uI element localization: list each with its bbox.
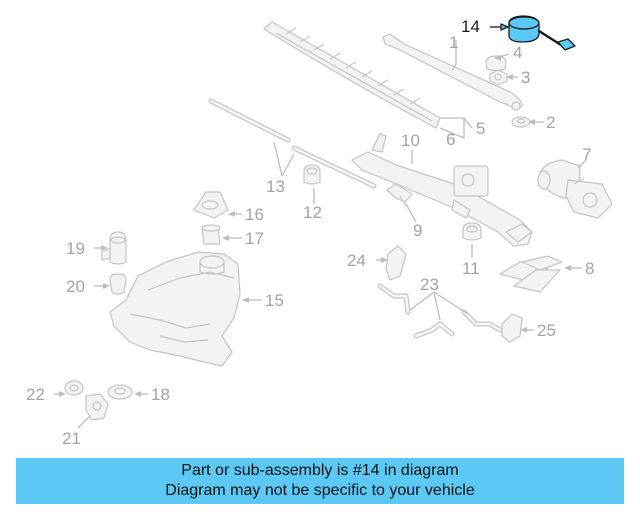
- callout-20[interactable]: 20: [66, 277, 85, 296]
- callout-1[interactable]: 1: [449, 33, 458, 52]
- part-3-nut: [489, 69, 508, 86]
- callout-24[interactable]: 24: [347, 251, 366, 270]
- callout-21[interactable]: 21: [62, 429, 81, 448]
- callout-2[interactable]: 2: [546, 113, 555, 132]
- callout-14[interactable]: 14: [461, 17, 480, 36]
- callout-16[interactable]: 16: [245, 205, 264, 224]
- part-8-covers: [499, 255, 563, 293]
- info-banner: Part or sub-assembly is #14 in diagram D…: [16, 458, 624, 504]
- part-25-connector: [501, 313, 523, 343]
- callout-3[interactable]: 3: [521, 68, 530, 87]
- callout-5[interactable]: 5: [476, 119, 485, 138]
- callout-25[interactable]: 25: [537, 321, 556, 340]
- callout-22[interactable]: 22: [26, 385, 45, 404]
- part-24-nozzle: [385, 245, 407, 281]
- callout-10[interactable]: 10: [401, 131, 420, 150]
- part-12-grommet: [303, 164, 321, 185]
- part-14-highlighted[interactable]: 14: [461, 15, 576, 51]
- part-21-pump: [85, 393, 109, 421]
- part-18-grommet: [107, 384, 133, 400]
- callout-7[interactable]: 7: [582, 145, 591, 164]
- callout-12[interactable]: 12: [303, 203, 322, 222]
- callout-6[interactable]: 6: [446, 130, 455, 149]
- banner-line-2: Diagram may not be specific to your vehi…: [165, 482, 475, 499]
- callout-23[interactable]: 23: [420, 275, 439, 294]
- part-7-wiper-motor: [537, 159, 613, 219]
- part-16-cap: [193, 191, 229, 219]
- part-2-nut: [511, 116, 531, 128]
- part-15-reservoir: [109, 251, 241, 367]
- leader-lines: [54, 40, 587, 429]
- callout-17[interactable]: 17: [245, 229, 264, 248]
- part-20-grommet: [109, 273, 127, 295]
- part-9-clip: [386, 183, 413, 207]
- callout-13[interactable]: 13: [266, 177, 285, 196]
- blade-insert-lower: [291, 145, 377, 189]
- part-23-hoses: [377, 283, 503, 339]
- banner-line-1: Part or sub-assembly is #14 in diagram: [181, 462, 459, 479]
- callout-9[interactable]: 9: [413, 221, 422, 240]
- callouts: 1 2 3 4 5 6 7 8 9 10 11 12 13 15 16 17 1…: [26, 33, 594, 448]
- callout-4[interactable]: 4: [513, 43, 522, 62]
- part-19-pump: [101, 231, 127, 265]
- blade-insert-upper: [208, 98, 291, 143]
- part-22-grommet: [64, 380, 84, 396]
- callout-8[interactable]: 8: [585, 259, 594, 278]
- wiper-blade: [263, 21, 441, 129]
- callout-19[interactable]: 19: [66, 239, 85, 258]
- callout-18[interactable]: 18: [151, 385, 170, 404]
- part-11-bushing: [462, 222, 482, 241]
- parts-diagram: 14: [26, 15, 613, 448]
- wiper-linkage: [351, 133, 533, 247]
- wiper-arm: [382, 33, 523, 111]
- callout-11[interactable]: 11: [462, 259, 480, 278]
- part-17-neck: [201, 224, 221, 245]
- callout-15[interactable]: 15: [265, 291, 284, 310]
